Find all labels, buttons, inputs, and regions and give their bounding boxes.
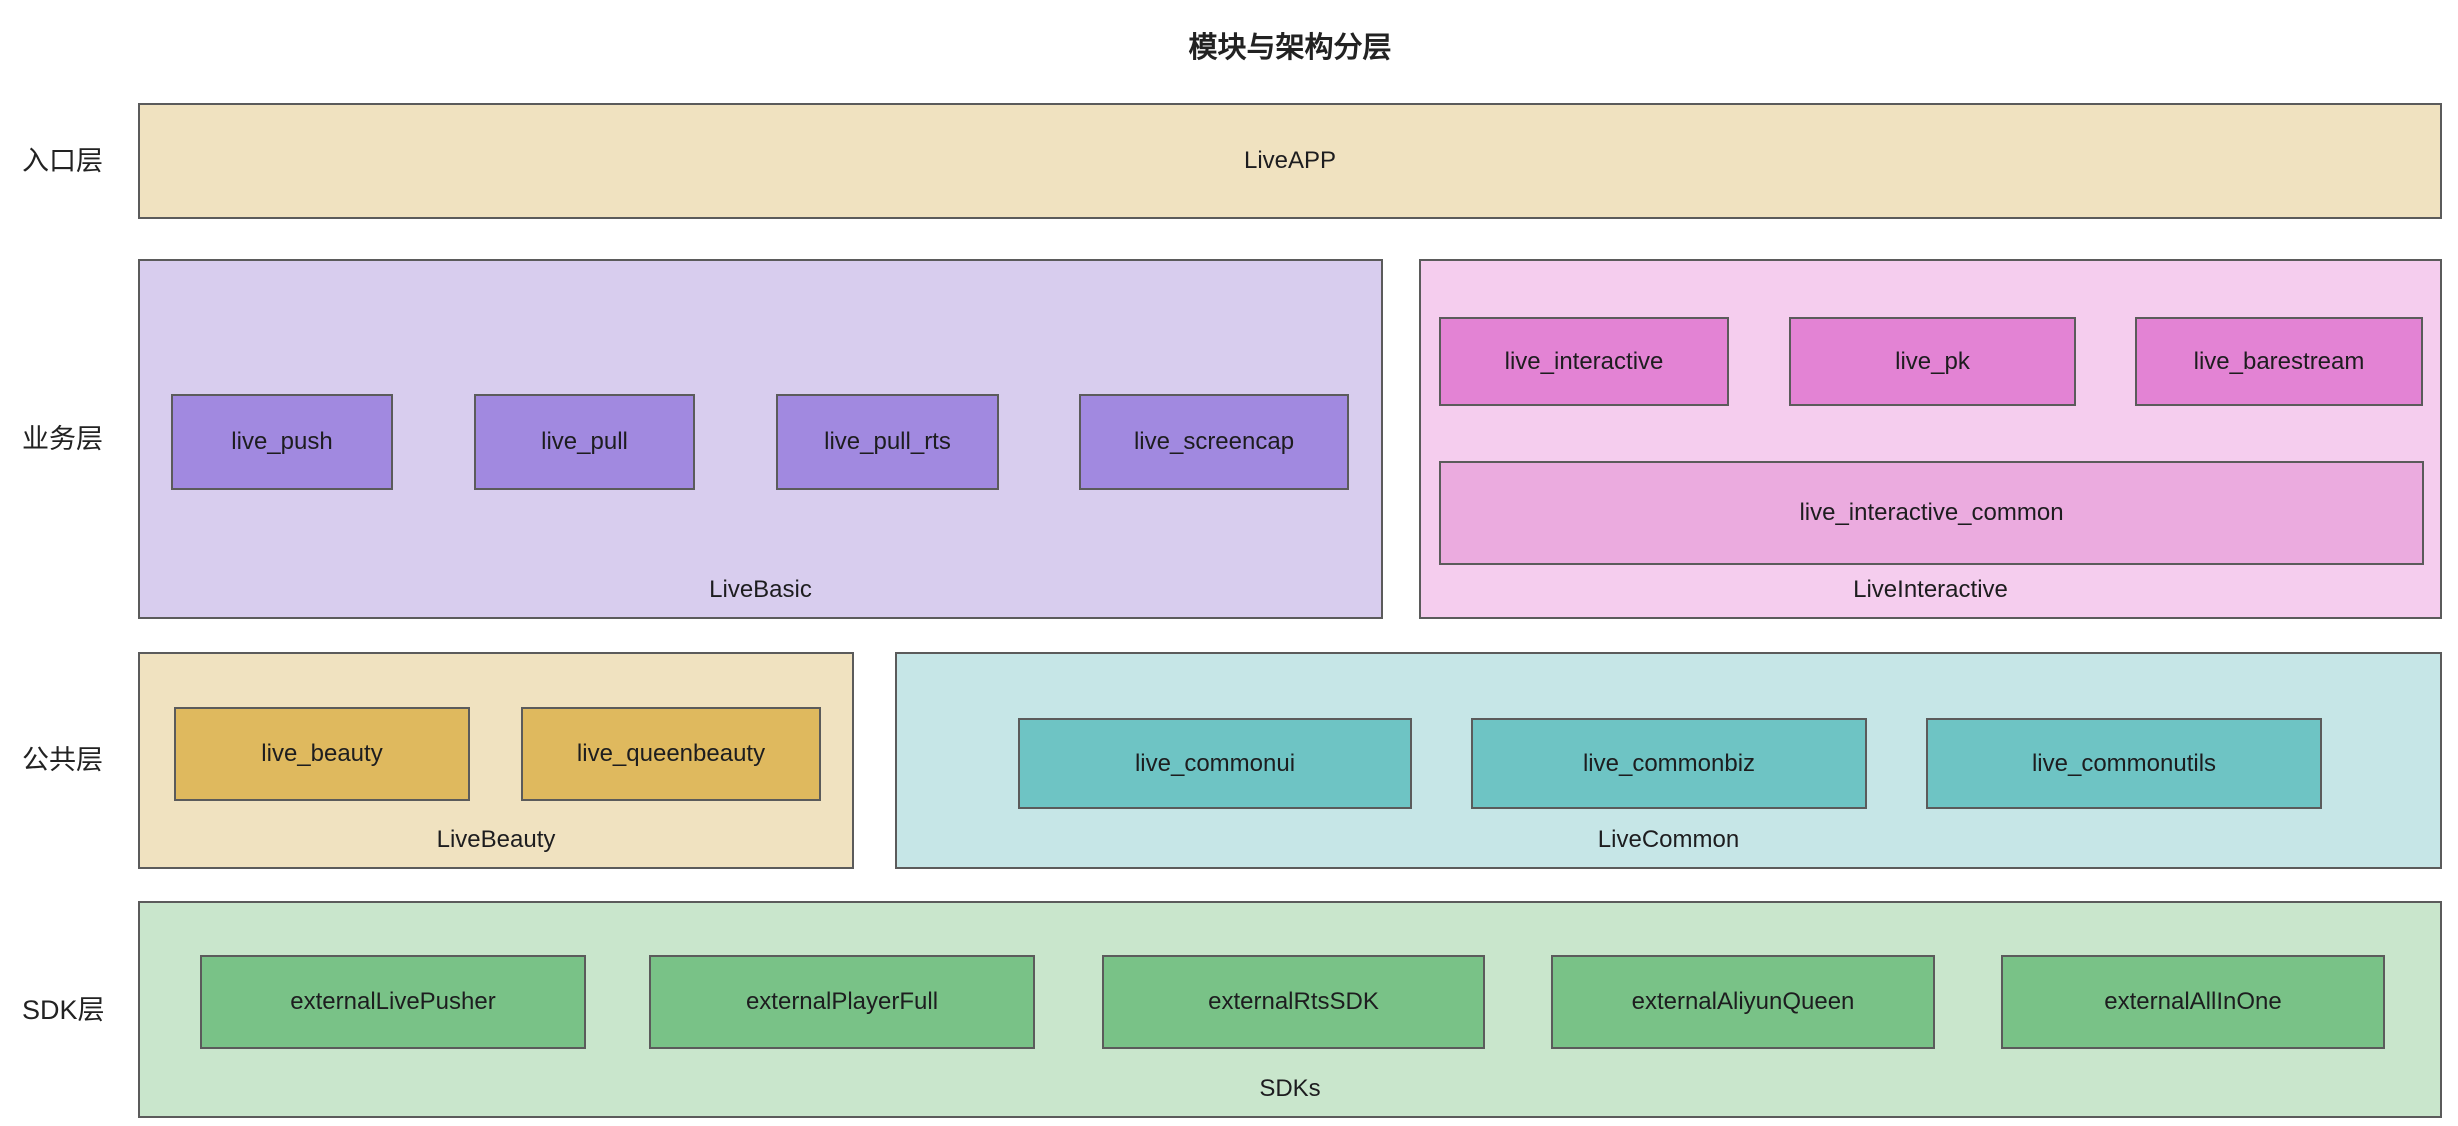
node-live-commonutils: live_commonutils bbox=[1926, 718, 2322, 809]
node-live-beauty: live_beauty bbox=[174, 707, 470, 801]
container-liveinteractive: live_interactive live_pk live_barestream… bbox=[1419, 259, 2442, 619]
node-external-livepusher: externalLivePusher bbox=[200, 955, 586, 1049]
node-live-interactive: live_interactive bbox=[1439, 317, 1729, 406]
label-livecommon: LiveCommon bbox=[1597, 826, 1740, 853]
label-livebeauty: LiveBeauty bbox=[436, 826, 556, 853]
container-livebasic: live_push live_pull live_pull_rts live_s… bbox=[138, 259, 1383, 619]
node-live-pk: live_pk bbox=[1789, 317, 2076, 406]
label-sdks: SDKs bbox=[1259, 1075, 1321, 1102]
node-live-queenbeauty: live_queenbeauty bbox=[521, 707, 821, 801]
node-external-allinone: externalAllInOne bbox=[2001, 955, 2385, 1049]
row-label-business-layer: 业务层 bbox=[22, 424, 103, 454]
container-livecommon: live_commonui live_commonbiz live_common… bbox=[895, 652, 2442, 869]
node-live-barestream: live_barestream bbox=[2135, 317, 2423, 406]
node-live-push: live_push bbox=[171, 394, 393, 490]
container-livebeauty: live_beauty live_queenbeauty LiveBeauty bbox=[138, 652, 854, 869]
row-label-entry-layer: 入口层 bbox=[22, 146, 103, 176]
label-liveinteractive: LiveInteractive bbox=[1853, 576, 2008, 603]
row-label-sdk-layer: SDK层 bbox=[22, 995, 105, 1025]
node-live-commonbiz: live_commonbiz bbox=[1471, 718, 1867, 809]
node-external-rtssdk: externalRtsSDK bbox=[1102, 955, 1485, 1049]
node-liveapp: LiveAPP bbox=[138, 103, 2442, 219]
node-live-screencap: live_screencap bbox=[1079, 394, 1349, 490]
node-live-pull-rts: live_pull_rts bbox=[776, 394, 999, 490]
label-livebasic: LiveBasic bbox=[709, 576, 812, 603]
diagram-title: 模块与架构分层 bbox=[1188, 32, 1392, 64]
node-external-aliyunqueen: externalAliyunQueen bbox=[1551, 955, 1935, 1049]
container-sdks: externalLivePusher externalPlayerFull ex… bbox=[138, 901, 2442, 1118]
node-external-playerfull: externalPlayerFull bbox=[649, 955, 1035, 1049]
node-live-pull: live_pull bbox=[474, 394, 695, 490]
row-label-common-layer: 公共层 bbox=[22, 745, 103, 775]
node-live-interactive-common: live_interactive_common bbox=[1439, 461, 2424, 565]
node-live-commonui: live_commonui bbox=[1018, 718, 1412, 809]
